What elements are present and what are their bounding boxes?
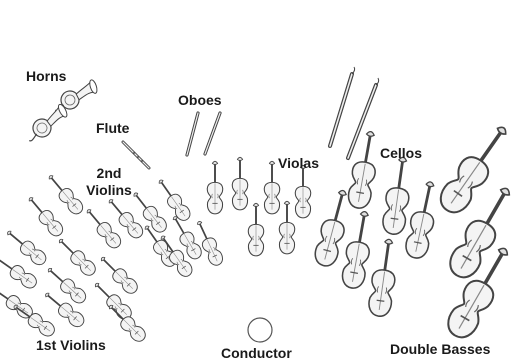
violas-section — [207, 157, 310, 256]
horn-2-icon — [21, 102, 72, 141]
cellos-label: Cellos — [380, 145, 422, 162]
cellos-section — [312, 130, 442, 318]
horns-label: Horns — [26, 68, 66, 85]
double-basses-label: Double Basses — [390, 341, 490, 358]
violas-label: Violas — [278, 155, 319, 172]
second-violins-label-line2: Violins — [84, 182, 134, 199]
flute-label: Flute — [96, 120, 129, 137]
oboes-label: Oboes — [178, 92, 222, 109]
first-violins-section — [0, 227, 148, 345]
double-basses-section — [434, 120, 511, 343]
second-violins-label-line1: 2nd — [84, 165, 134, 182]
first-violins-label: 1st Violins — [36, 337, 106, 354]
conductor-circle — [248, 318, 272, 342]
oboes-icon — [187, 113, 220, 155]
second-violins-label: 2nd Violins — [84, 165, 134, 199]
conductor-label: Conductor — [221, 345, 292, 360]
bassoons-icon — [330, 67, 379, 158]
